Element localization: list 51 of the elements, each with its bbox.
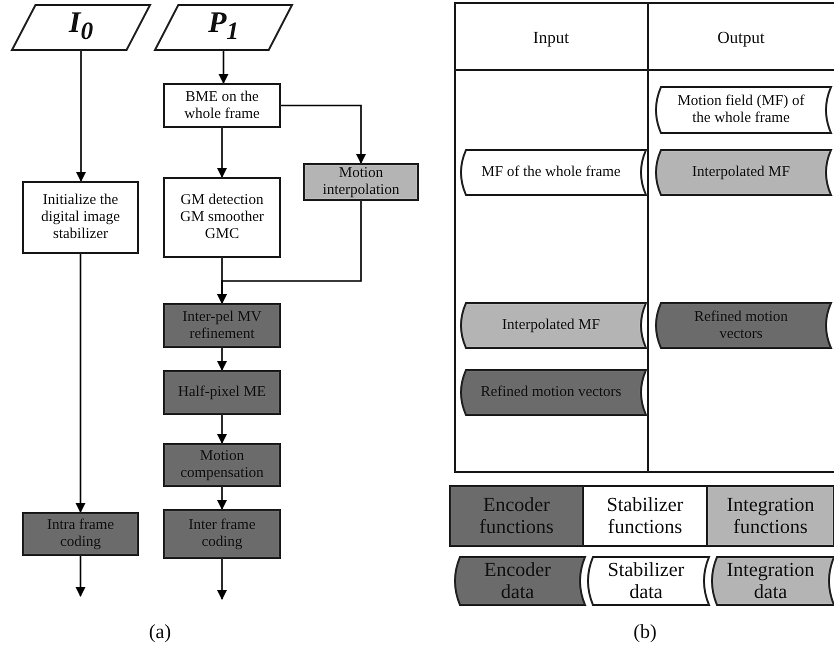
node-label: GMC [204,226,240,243]
node-label: Inter-pel MV refinement [181,308,263,342]
node-label: GM detection [180,192,264,209]
node-label: Motion field (MF) of the whole frame [676,93,806,127]
node-label: Interpolated MF [691,164,791,181]
legend-label: Stabilizer functions [606,494,684,538]
node-label: Intra frame coding [46,517,116,551]
column-header: Input [532,27,570,49]
input-parallelogram [12,5,150,50]
legend-label: Encoder functions [478,494,555,538]
process-box [22,181,139,254]
arrow [217,487,227,510]
node-label: BME on the whole frame [183,88,261,122]
node-label: Half-pixel ME [177,384,267,401]
process-box [163,177,281,258]
node-label: I$_{0}$ [68,7,94,47]
node-label: Initialize the digital image stabilizer [40,192,121,243]
process-box [163,303,281,348]
process-box [22,512,139,556]
process-box [303,163,419,201]
process-box [163,509,281,559]
arrow [217,348,227,371]
legend-label: Integration data [726,559,816,603]
legend-label: Integration functions [726,494,816,538]
process-box [163,443,281,487]
arrow [217,201,362,304]
column-header: Output [716,27,766,49]
arrow [217,415,227,444]
arrow [281,104,366,164]
arrow [76,556,86,597]
panel-label: (a) [148,620,172,645]
node-label: MF of the whole frame [480,164,622,181]
node-label: Motion compensation [179,448,265,482]
panel-label: (b) [632,620,658,645]
node-label: Refined motion vectors [480,384,622,401]
legend-label: Stabilizer data [606,559,686,603]
process-box [163,370,281,415]
legend-label: Encoder data [483,559,552,603]
node-label: Inter frame coding [187,517,257,551]
node-label: Interpolated MF [501,317,601,334]
node-label: Refined motion vectors [693,308,789,342]
node-label: P$_{1}$ [208,7,239,47]
arrow [76,254,86,513]
input-parallelogram [155,5,292,50]
node-label: Motion interpolation [322,165,400,199]
arrow [217,128,227,178]
arrow [76,50,86,182]
arrow [218,50,228,84]
node-label: GM smoother [179,209,265,226]
process-box [163,83,281,128]
arrow [217,559,227,600]
